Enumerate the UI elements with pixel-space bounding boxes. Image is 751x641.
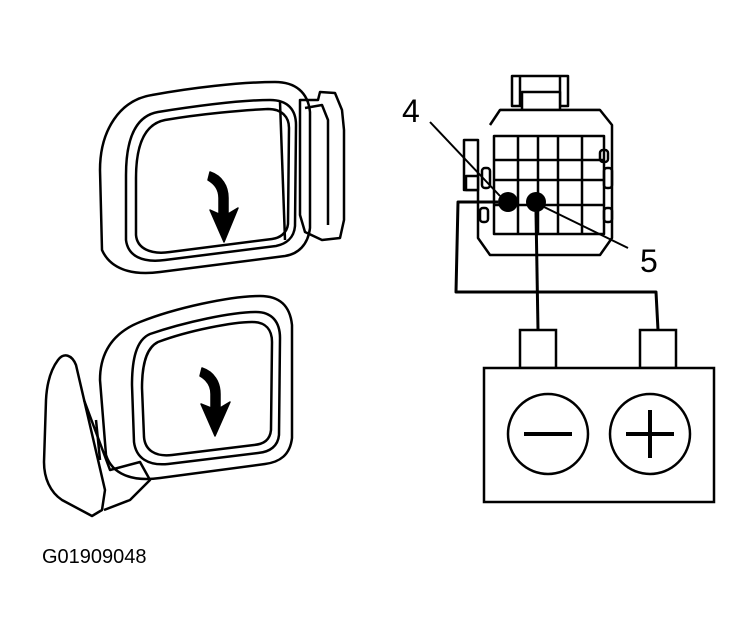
upper-mirror-housing xyxy=(98,80,312,275)
positive-terminal xyxy=(638,328,678,370)
battery xyxy=(482,328,716,504)
figure-id: G01909048 xyxy=(42,546,147,568)
pin-5-label: 5 xyxy=(640,243,658,279)
pin-4-label: 4 xyxy=(402,93,420,129)
curved-down-arrow-icon xyxy=(199,367,231,437)
negative-terminal xyxy=(518,328,558,370)
pin-5 xyxy=(526,192,546,212)
pin-4-leader xyxy=(429,121,501,197)
upper-mirror-mount xyxy=(298,90,346,242)
wires xyxy=(454,200,660,331)
mirror-connector xyxy=(462,74,614,257)
curved-down-arrow-icon xyxy=(207,171,239,243)
lower-mirror xyxy=(42,294,294,518)
wire-pin4-to-positive xyxy=(454,200,660,331)
pin-5-leader xyxy=(541,205,629,249)
pin-4 xyxy=(498,192,518,212)
upper-mirror xyxy=(98,80,346,275)
lower-mirror-housing xyxy=(98,294,294,481)
lower-mirror-mount xyxy=(42,354,107,518)
wire-pin5-to-negative xyxy=(534,211,540,331)
